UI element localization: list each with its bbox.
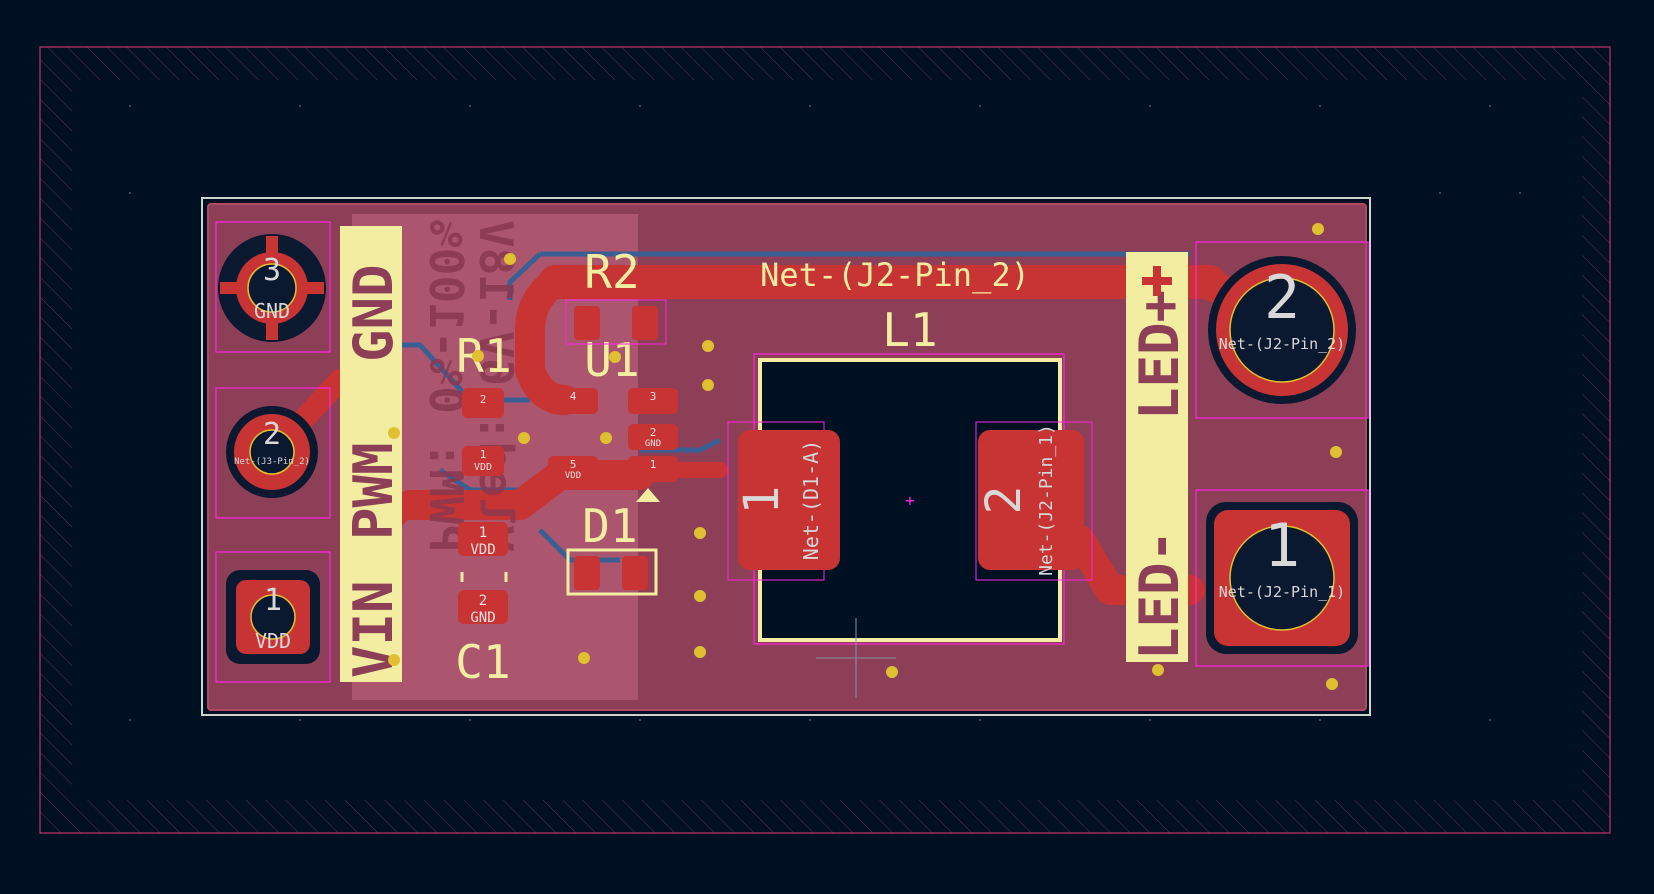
silk-label-gnd: GND	[342, 264, 405, 362]
u1-pad2-number: 2	[650, 426, 657, 439]
silk-label-led-minus: LED-	[1128, 530, 1191, 660]
silk-strip-right-labels: LED+ LED-	[1128, 290, 1191, 660]
led-plus-marker	[1142, 266, 1172, 296]
c1-pad1[interactable]	[458, 522, 508, 556]
j3-pad1-net: VDD	[255, 629, 291, 653]
ic-u1[interactable]: 4 5 VDD 3 2 GND 1 U1	[548, 333, 678, 502]
j3-pad3-number: 3	[263, 253, 281, 288]
back-silkscreen: PWM: 0%-100% Vled: 6V-18V	[419, 220, 523, 553]
l1-pad2-number: 2	[976, 486, 1032, 515]
c1-pad1-number: 1	[479, 525, 487, 541]
j3-pad2-net: Net-(J3-Pin_2)	[234, 457, 310, 467]
connector-j2[interactable]: 2 Net-(J2-Pin_2) 1 Net-(J2-Pin_1)	[1195, 241, 1369, 667]
j3-pad1-number: 1	[264, 583, 282, 618]
c1-pad2[interactable]	[458, 590, 508, 624]
r1-pad1[interactable]	[462, 446, 504, 476]
c1-pad2-number: 2	[479, 593, 487, 609]
d1-pad2[interactable]	[622, 556, 648, 590]
c1-pad2-net: GND	[470, 610, 495, 626]
j2-pad2-net: Net-(J2-Pin_2)	[1219, 335, 1345, 353]
j2-pad2-number: 2	[1264, 263, 1300, 333]
u1-pad4-number: 4	[570, 390, 577, 403]
u1-pad5-number: 5	[570, 458, 577, 471]
j3-pad3-net: GND	[254, 299, 290, 323]
l1-reference: L1	[882, 303, 937, 357]
silk-label-pwm: PWM	[342, 442, 405, 540]
l1-pad1-number: 1	[734, 486, 790, 515]
j3-pad2-number: 2	[263, 417, 281, 452]
vias	[388, 223, 1342, 690]
j2-pad1-net: Net-(J2-Pin_1)	[1219, 583, 1345, 601]
u1-pad1[interactable]	[628, 456, 678, 482]
r1-pad2[interactable]	[462, 388, 504, 418]
d1-pad1[interactable]	[574, 556, 600, 590]
u1-pad3-number: 3	[650, 390, 657, 403]
r2-pad1[interactable]	[632, 306, 658, 340]
l1-pad1[interactable]	[738, 430, 840, 570]
silk-strip-left-labels: GND PWM VIN	[342, 264, 405, 678]
c1-reference: C1	[455, 635, 510, 689]
u1-pad2[interactable]	[628, 424, 678, 450]
r2-reference: R2	[584, 245, 639, 299]
origin-crosshair	[816, 618, 896, 698]
net-label-j2-pin2: Net-(J2-Pin_2)	[760, 256, 1030, 294]
silk-strip-left	[340, 226, 402, 682]
r2-pad2[interactable]	[574, 306, 600, 340]
u1-pad5-net: VDD	[565, 471, 581, 481]
back-silk-line1: PWM: 0%-100%	[419, 220, 473, 553]
r1-pad1-net: VDD	[474, 462, 492, 473]
l1-center-marker: +	[905, 491, 915, 510]
u1-pad4[interactable]	[548, 388, 598, 414]
u1-pad5[interactable]	[548, 456, 598, 482]
u1-pad3[interactable]	[628, 388, 678, 414]
j2-pad1-number: 1	[1264, 511, 1300, 581]
l1-pad2-net: Net-(J2-Pin_1)	[1036, 424, 1057, 576]
silk-label-led-plus: LED+	[1128, 290, 1191, 420]
d1-reference: D1	[582, 499, 637, 553]
r1-pad2-number: 2	[480, 393, 487, 406]
resistor-r2[interactable]: R2	[565, 245, 667, 345]
l1-pad2[interactable]	[978, 430, 1084, 570]
resistor-r1[interactable]: 2 1 VDD R1	[456, 329, 512, 476]
silk-strip-right	[1126, 252, 1188, 662]
capacitor-c1[interactable]: 1 VDD 2 GND C1	[455, 522, 511, 689]
r1-pad1-number: 1	[480, 448, 487, 461]
connector-j3[interactable]: 3 GND 2 Net-(J3-Pin_2) 1 VDD	[215, 221, 331, 683]
u1-pin1-marker	[636, 488, 660, 502]
board-edge	[201, 197, 1371, 716]
diode-d1[interactable]: D1	[566, 499, 658, 596]
c1-pad1-net: VDD	[470, 542, 495, 558]
inductor-l1[interactable]: 1 Net-(D1-A) 2 Net-(J2-Pin_1) + L1	[727, 303, 1093, 645]
grid-dots	[129, 105, 1521, 721]
l1-pad1-net: Net-(D1-A)	[799, 440, 823, 560]
u1-pad2-net: GND	[645, 439, 661, 449]
u1-pad1-number: 1	[650, 458, 657, 471]
back-silk-line2: Vled: 6V-18V	[469, 220, 523, 552]
